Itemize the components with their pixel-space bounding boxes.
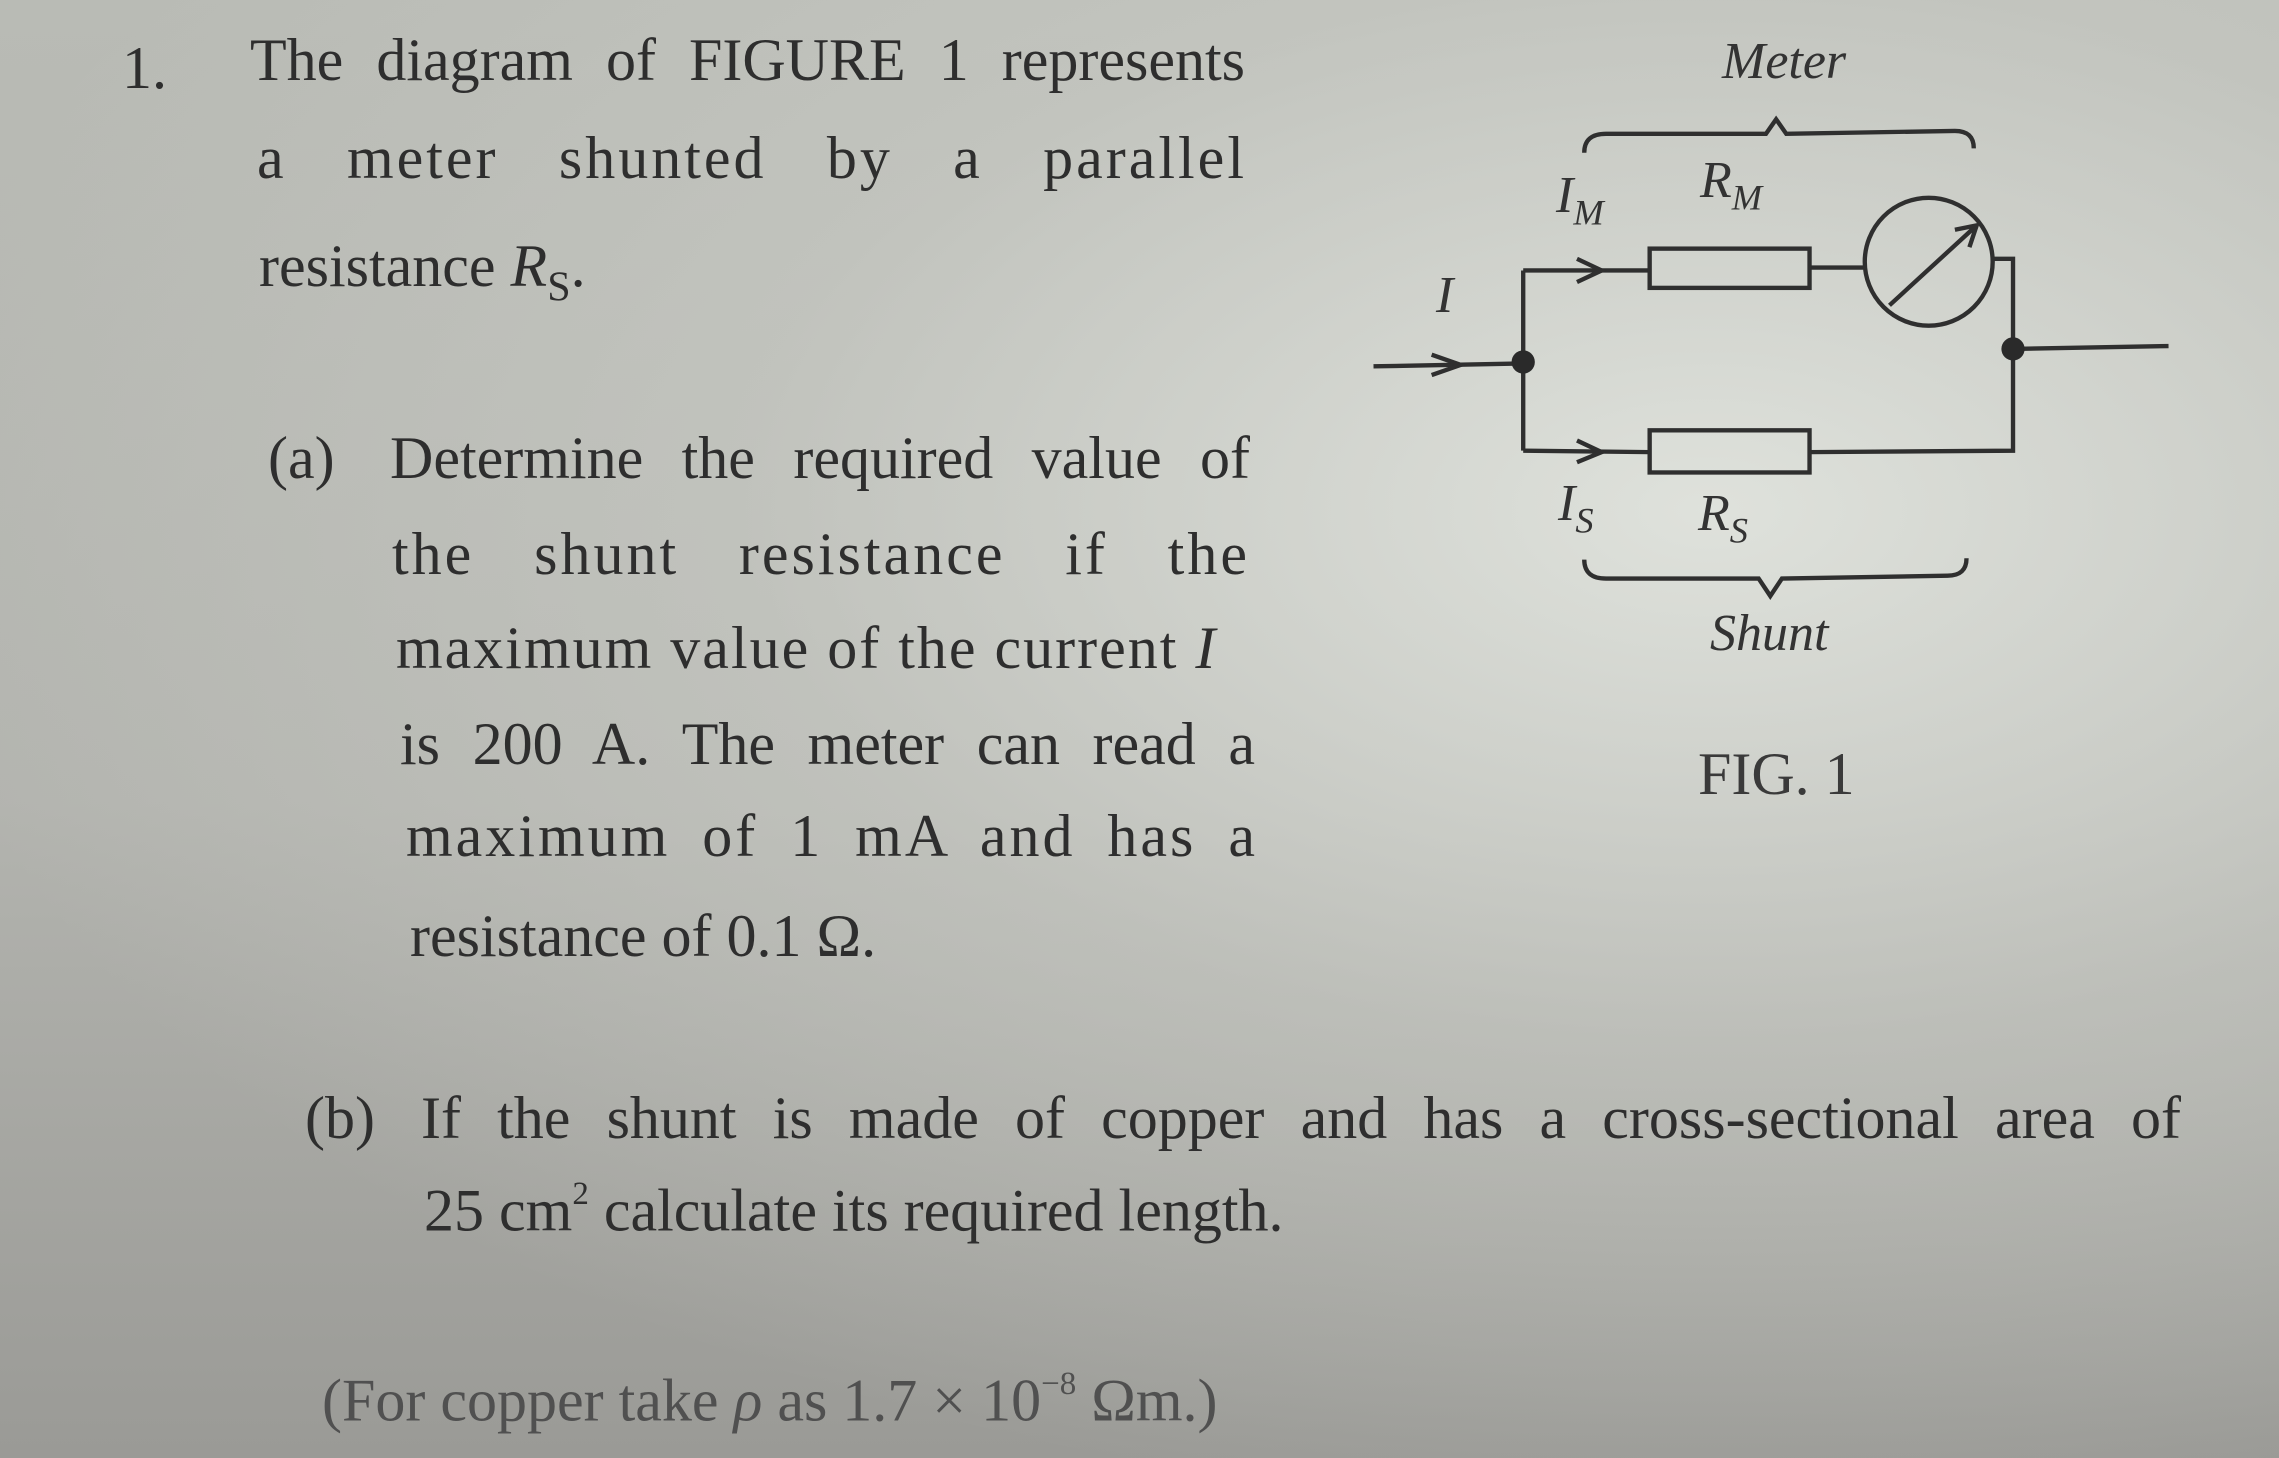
rm-symbol: R (1700, 152, 1732, 209)
is-subscript: S (1575, 500, 1594, 541)
current-symbol: I (1195, 615, 1216, 681)
part-a-line-3-text: maximum value of the current (396, 615, 1196, 681)
part-b-label: (b) (305, 1085, 375, 1151)
part-a-line-5: maximum of 1 mA and has a (406, 803, 1258, 869)
intro-text: resistance (259, 233, 511, 299)
meter-needle-icon (1888, 222, 1980, 307)
rs-subscript: S (547, 264, 571, 311)
total-current-label: I (1436, 267, 1454, 324)
part-a-line-2: the shunt resistance if the (392, 521, 1250, 587)
part-a-label: (a) (268, 425, 335, 491)
wire-top (1523, 265, 1864, 273)
intro-end: . (570, 233, 586, 299)
note-prefix: (For copper take (322, 1367, 734, 1434)
rm-subscript: M (1731, 177, 1763, 218)
figure-caption: FIG. 1 (1698, 741, 1855, 807)
arrow-input (1430, 352, 1468, 378)
rs-fig-subscript: S (1729, 510, 1748, 551)
arrow-meter (1576, 256, 1607, 285)
meter-resistor (1647, 246, 1812, 291)
shunt-resistor (1647, 428, 1812, 475)
part-a-line-3: maximum value of the current I (396, 618, 1254, 678)
rs-fig-symbol: R (1698, 485, 1730, 542)
im-subscript: M (1573, 192, 1604, 233)
intro-line-1: The diagram of FIGURE 1 represents (250, 27, 1245, 93)
meter-gauge-icon (1862, 195, 1995, 328)
part-a-line-4: is 200 A. The meter can read a (400, 711, 1255, 777)
im-symbol: I (1556, 167, 1574, 224)
shunt-resistance-label: RS (1698, 488, 1748, 549)
output-wire (2012, 343, 2169, 352)
wire-bottom (1523, 448, 1650, 455)
is-symbol: I (1558, 475, 1576, 532)
arrow-shunt (1576, 438, 1608, 465)
meter-resistance-label: RM (1700, 155, 1762, 216)
part-b-line-1: If the shunt is made of copper and has a… (421, 1085, 2181, 1151)
meter-brace (1582, 115, 1976, 153)
input-wire (1373, 361, 1524, 369)
junction-left (1511, 350, 1535, 374)
area-exponent: 2 (572, 1176, 589, 1212)
meter-label: Meter (1722, 33, 1847, 90)
question-number: 1. (122, 35, 167, 101)
intro-line-3: resistance RS. (259, 236, 586, 309)
shunt-brace (1582, 558, 1969, 600)
copper-resistivity-note: (For copper take ρ as 1.7 × 10−8 Ωm.) (322, 1366, 1218, 1434)
rho-symbol: ρ (733, 1367, 763, 1434)
meter-current-label: IM (1556, 170, 1604, 231)
intro-line-2: a meter shunted by a parallel (257, 125, 1247, 191)
note-mid: as 1.7 × 10 (762, 1367, 1042, 1434)
part-a-line-6: resistance of 0.1 Ω. (410, 903, 877, 969)
rs-symbol: R (510, 233, 548, 299)
junction-right (2001, 337, 2025, 361)
note-exponent: −8 (1041, 1366, 1077, 1402)
shunt-current-label: IS (1558, 478, 1594, 539)
shunt-label: Shunt (1710, 605, 1829, 662)
part-b-line-2: 25 cm2 calculate its required length. (424, 1176, 1284, 1244)
note-suffix: Ωm.) (1076, 1367, 1218, 1434)
part-a-line-1: Determine the required value of (390, 425, 1250, 491)
part-b-line-2-text: calculate its required length. (588, 1177, 1284, 1244)
area-value: 25 cm (424, 1177, 573, 1244)
